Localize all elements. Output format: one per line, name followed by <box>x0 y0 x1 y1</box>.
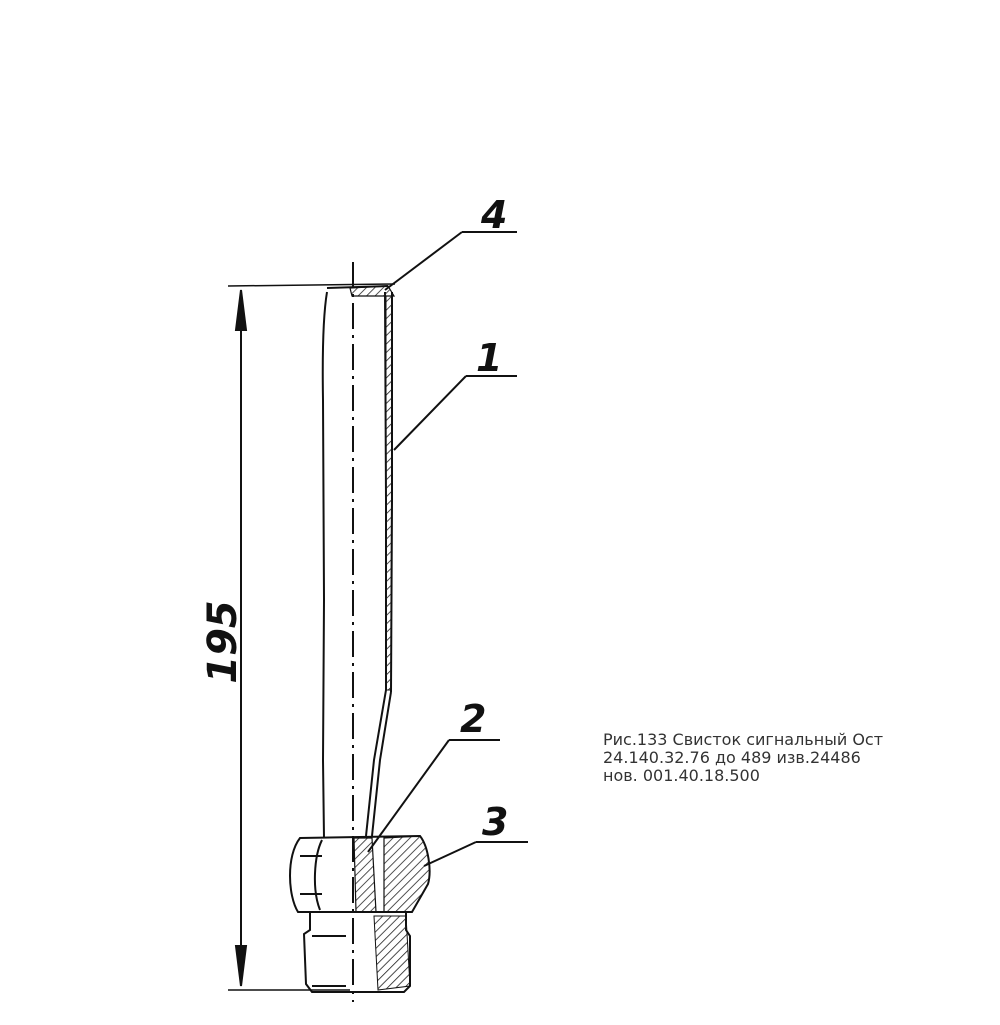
shank-section-hatch <box>373 915 411 991</box>
cap-section <box>349 285 396 297</box>
threaded-shank <box>302 911 411 993</box>
callout-label-4: 4 <box>481 193 508 237</box>
caption-line-3: нов. 001.40.18.500 <box>603 766 760 785</box>
callout-label-2: 2 <box>460 697 487 741</box>
insert-section <box>353 837 377 913</box>
nut-section-hatch <box>383 835 431 913</box>
caption-line-1: Рис.133 Свисток сигнальный Ост <box>603 730 884 749</box>
caption-line-2: 24.140.32.76 до 489 изв.24486 <box>603 748 861 767</box>
tube-wall-hatch <box>385 295 393 691</box>
dimension-value: 195 <box>200 600 246 684</box>
figure-caption: Рис.133 Свисток сигнальный Ост 24.140.32… <box>603 731 903 785</box>
tube-body <box>321 285 393 839</box>
callout-label-1: 1 <box>476 336 503 380</box>
dimension-line <box>234 289 248 987</box>
leader-lines <box>367 231 528 867</box>
callout-label-3: 3 <box>482 800 509 844</box>
dimension-extension-lines <box>227 283 396 991</box>
